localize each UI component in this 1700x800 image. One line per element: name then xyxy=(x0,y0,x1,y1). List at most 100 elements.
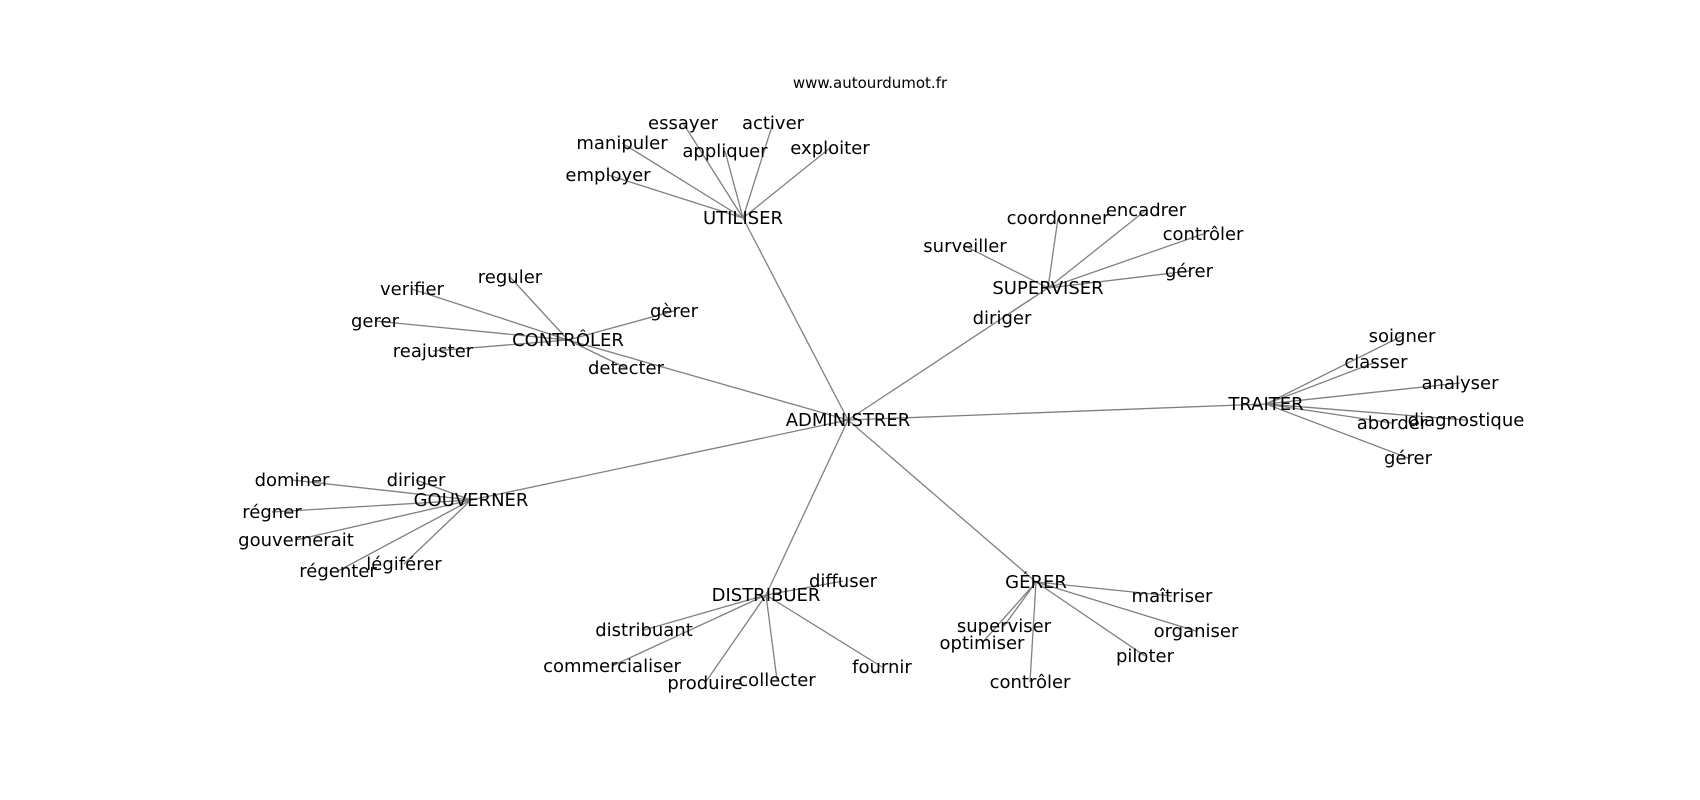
leaf-node-gerer: optimiser xyxy=(940,633,1025,654)
edge-superviser-0 xyxy=(964,245,1049,289)
edge-root-traiter xyxy=(847,403,1267,421)
edge-gerer-3 xyxy=(1035,581,1173,597)
edge-gouverner-2 xyxy=(271,499,472,513)
leaf-node-traiter: analyser xyxy=(1422,373,1500,394)
leaf-node-utiliser: activer xyxy=(742,113,805,134)
edge-gerer-2 xyxy=(1029,581,1037,683)
edge-distribuer-1 xyxy=(643,594,767,631)
hub-node-gerer: GÉRER xyxy=(1005,571,1067,593)
edge-traiter-2 xyxy=(1265,382,1461,405)
edge-root-distribuer xyxy=(765,419,849,596)
edge-superviser-2 xyxy=(1047,209,1147,289)
edge-root-gerer xyxy=(847,419,1037,583)
edge-gouverner-3 xyxy=(295,499,472,541)
leaf-node-distribuer: distribuant xyxy=(595,620,693,641)
edge-gerer-0 xyxy=(1003,581,1037,627)
edge-superviser-5 xyxy=(1001,287,1049,319)
leaf-node-superviser: encadrer xyxy=(1106,200,1187,221)
edge-distribuer-4 xyxy=(765,594,778,681)
leaf-node-gerer: piloter xyxy=(1116,646,1175,667)
hub-node-distribuer: DISTRIBUER xyxy=(712,585,821,606)
edge-gerer-4 xyxy=(1035,581,1197,632)
leaf-node-controler: verifier xyxy=(380,279,445,300)
leaf-node-utiliser: employer xyxy=(565,165,651,186)
leaf-node-superviser: contrôler xyxy=(1163,224,1244,245)
edge-utiliser-0 xyxy=(607,174,744,219)
edge-root-gouverner xyxy=(470,419,849,501)
edge-traiter-1 xyxy=(1265,361,1377,405)
watermark: www.autourdumot.fr xyxy=(793,74,948,92)
leaf-node-distribuer: produire xyxy=(667,673,742,694)
hub-node-superviser: SUPERVISER xyxy=(992,278,1103,299)
leaf-node-superviser: diriger xyxy=(973,308,1032,329)
leaf-node-gouverner: diriger xyxy=(387,470,446,491)
edge-controler-4 xyxy=(432,339,569,352)
leaf-node-traiter: aborder xyxy=(1357,413,1428,434)
edge-root-controler xyxy=(567,339,849,421)
edge-utiliser-4 xyxy=(742,122,774,219)
leaf-node-traiter: classer xyxy=(1344,352,1408,373)
leaf-node-controler: reajuster xyxy=(393,341,474,362)
leaf-node-gouverner: dominer xyxy=(255,470,330,491)
leaf-node-gouverner: légiférer xyxy=(366,554,442,575)
edge-gerer-1 xyxy=(981,581,1037,644)
leaf-node-controler: gerer xyxy=(351,311,400,332)
edge-traiter-3 xyxy=(1265,403,1393,424)
edge-controler-2 xyxy=(374,320,569,341)
edge-controler-3 xyxy=(567,310,675,341)
edge-superviser-1 xyxy=(1047,217,1059,289)
hub-node-traiter: TRAITER xyxy=(1227,394,1303,415)
edge-controler-5 xyxy=(567,339,627,369)
leaf-node-distribuer: diffuser xyxy=(809,571,878,592)
leaf-node-distribuer: collecter xyxy=(738,670,816,691)
leaf-node-utiliser: appliquer xyxy=(682,141,768,162)
leaf-node-gouverner: régner xyxy=(242,502,302,523)
leaf-node-controler: reguler xyxy=(478,267,543,288)
edge-distribuer-2 xyxy=(611,594,767,667)
leaf-node-controler: gèrer xyxy=(650,301,699,322)
edge-traiter-4 xyxy=(1265,403,1467,421)
edge-superviser-3 xyxy=(1047,233,1204,289)
graph-edges xyxy=(271,122,1467,684)
leaf-node-utiliser: manipuler xyxy=(576,133,668,154)
leaf-node-utiliser: essayer xyxy=(648,113,719,134)
edge-gouverner-5 xyxy=(403,499,472,565)
edge-traiter-0 xyxy=(1265,335,1403,405)
leaf-node-superviser: gérer xyxy=(1165,261,1214,282)
leaf-node-gerer: maîtriser xyxy=(1132,586,1213,607)
edge-gerer-5 xyxy=(1035,581,1146,657)
leaf-node-gerer: organiser xyxy=(1154,621,1239,642)
edge-gouverner-0 xyxy=(291,479,472,501)
edge-utiliser-3 xyxy=(724,150,744,219)
leaf-node-distribuer: commercialiser xyxy=(543,656,681,677)
leaf-node-traiter: diagnostique xyxy=(1408,410,1525,431)
hub-node-controler: CONTRÔLER xyxy=(512,329,624,351)
leaf-node-gerer: superviser xyxy=(957,616,1052,637)
leaf-node-gerer: contrôler xyxy=(990,672,1071,693)
edge-utiliser-5 xyxy=(742,147,831,219)
graph-labels: www.autourdumot.fr ADMINISTRER UTILISER em… xyxy=(238,74,1524,694)
edge-controler-1 xyxy=(509,276,569,341)
edge-distribuer-3 xyxy=(704,594,767,684)
leaf-node-superviser: coordonner xyxy=(1007,208,1110,229)
leaf-node-distribuer: fournir xyxy=(852,657,912,678)
leaf-node-traiter: soigner xyxy=(1369,326,1436,347)
leaf-node-utiliser: exploiter xyxy=(790,138,870,159)
edge-superviser-4 xyxy=(1047,270,1190,289)
leaf-node-gouverner: régenter xyxy=(299,561,377,582)
edge-utiliser-1 xyxy=(621,142,744,219)
edge-traiter-5 xyxy=(1265,403,1409,459)
leaf-node-gouverner: gouvernerait xyxy=(238,530,354,551)
edge-gouverner-4 xyxy=(337,499,472,572)
edge-gouverner-1 xyxy=(415,479,472,501)
hub-node-gouverner: GOUVERNER xyxy=(414,490,529,511)
edge-root-utiliser xyxy=(742,217,849,421)
leaf-node-controler: detecter xyxy=(588,358,665,379)
edge-distribuer-5 xyxy=(765,594,883,668)
edge-controler-0 xyxy=(411,288,569,341)
hub-node-utiliser: UTILISER xyxy=(703,208,783,229)
leaf-node-traiter: gérer xyxy=(1384,448,1433,469)
root-node: ADMINISTRER xyxy=(786,410,911,431)
edge-utiliser-2 xyxy=(682,122,744,219)
